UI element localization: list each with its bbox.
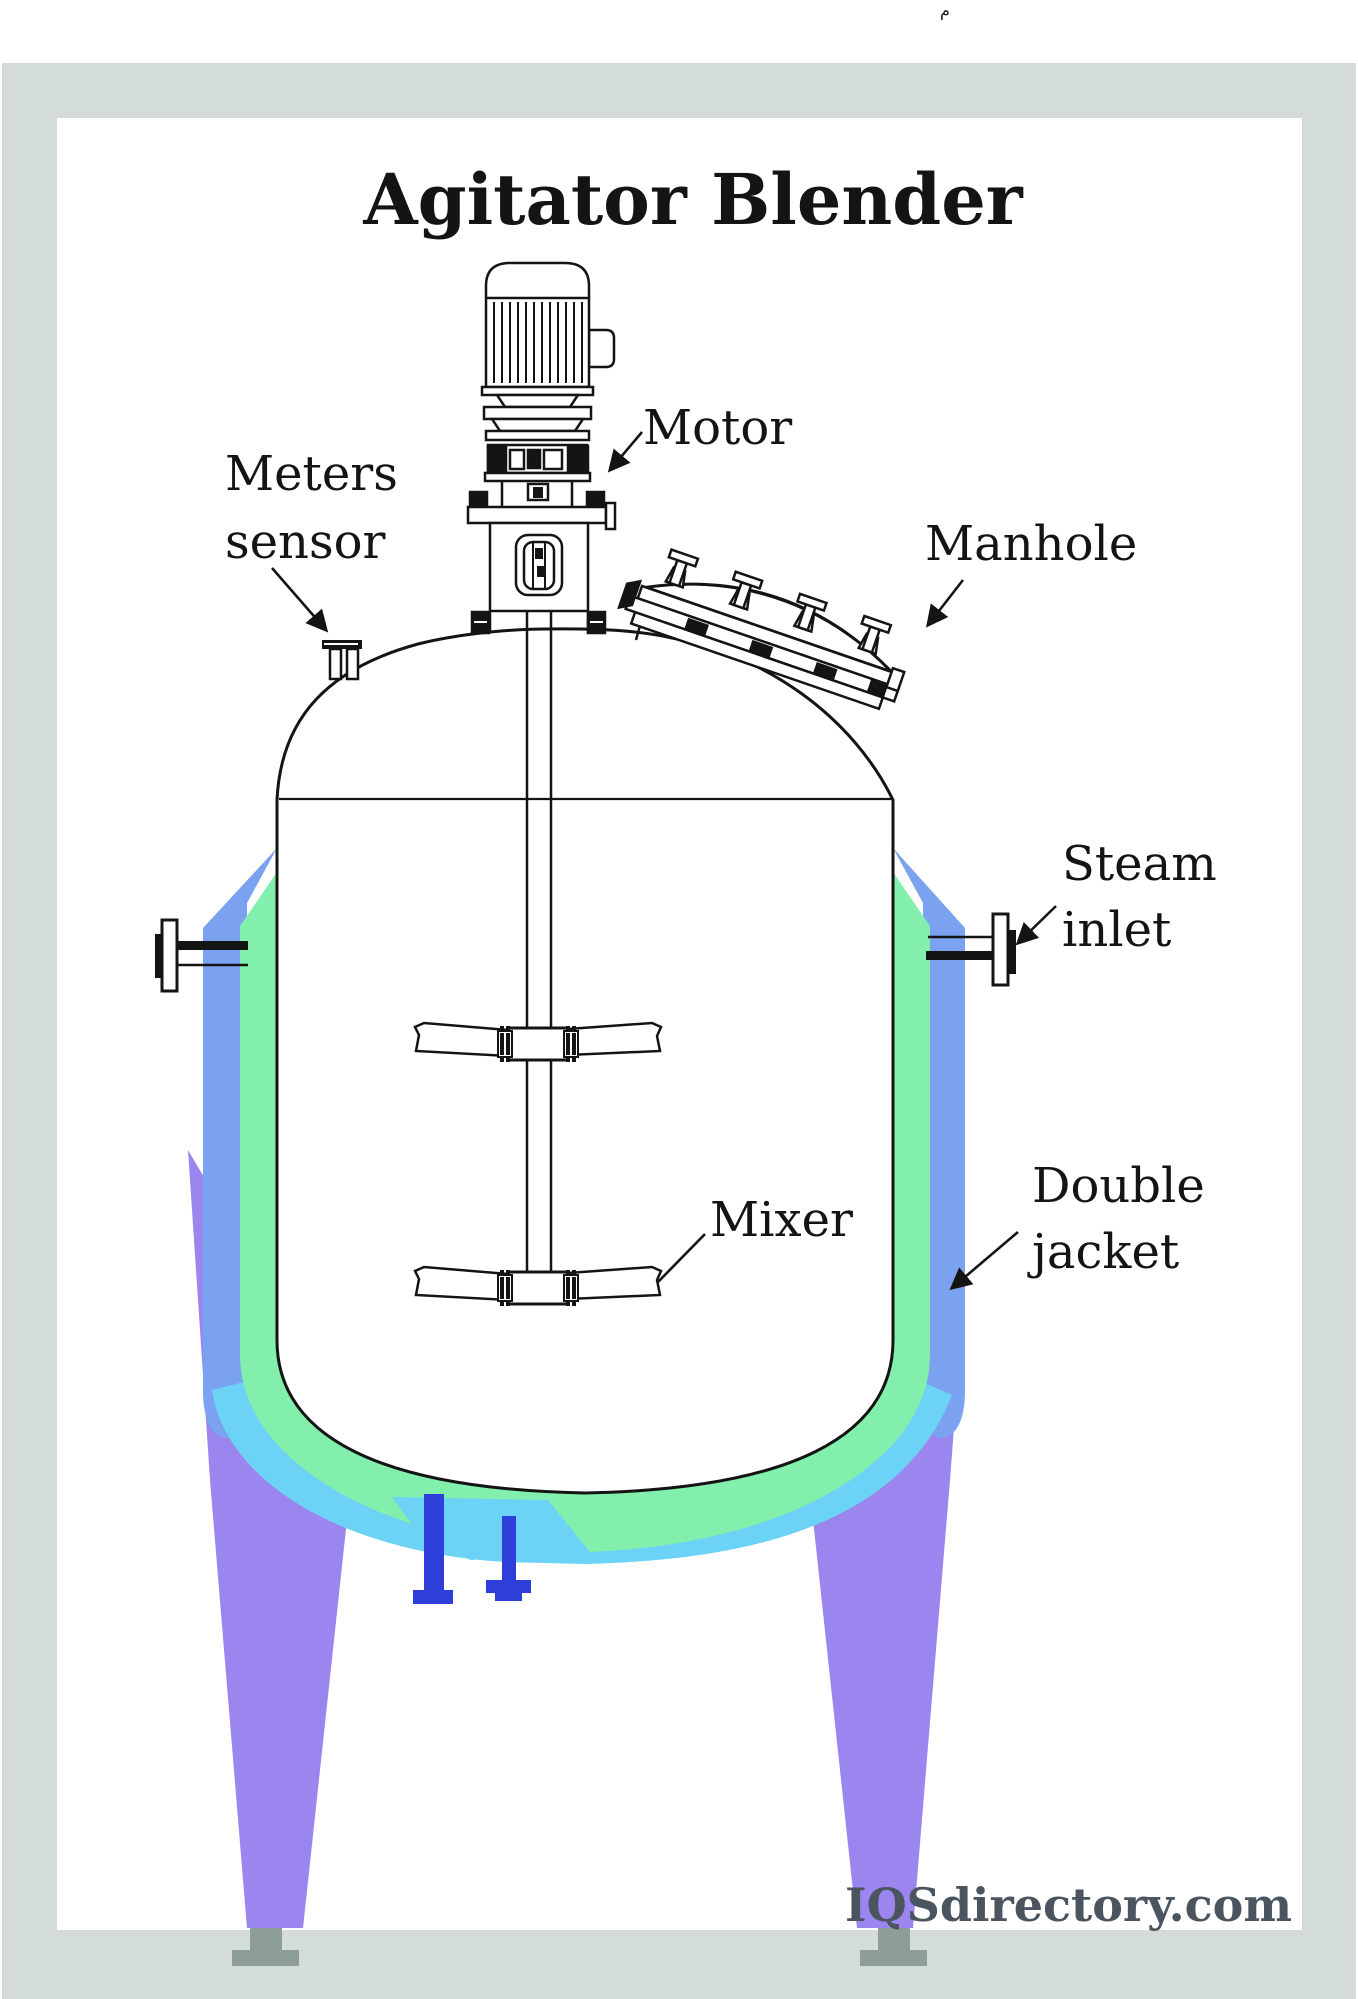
sensor-leg-left — [328, 647, 343, 681]
meters-sensor-nozzle — [322, 640, 362, 681]
mixer-leader-line — [657, 1233, 706, 1283]
motor-cooling-fins — [493, 302, 583, 383]
right-pipe-thick — [926, 951, 998, 960]
bolt-cap — [731, 570, 764, 591]
stray-glyph: م — [940, 1, 950, 20]
motor-arrow — [607, 431, 643, 473]
left-pipe-blind — [155, 934, 163, 978]
lantern-posts — [500, 481, 574, 507]
lower-clamp-bolts — [500, 1270, 576, 1306]
upper-hub — [506, 1026, 570, 1062]
watermark: IQSdirectory.com — [845, 1878, 1292, 1932]
label-meters-sensor-line1: Meters — [225, 446, 398, 502]
lower-blade-left — [413, 1265, 510, 1302]
manhole-assembly — [617, 548, 906, 711]
clamp-block — [812, 662, 838, 682]
bolt-cap — [860, 614, 893, 635]
motor-body — [484, 261, 591, 389]
right-pipe-flange — [991, 912, 1010, 987]
flange-bolt-right — [585, 490, 606, 509]
sensor-leg-right — [345, 647, 360, 681]
drive-plate-1 — [482, 405, 593, 421]
label-meters-sensor-line2: sensor — [225, 514, 385, 570]
left-foot-plate — [232, 1950, 299, 1966]
steam-inlet-pipe — [926, 912, 1016, 987]
label-mixer: Mixer — [710, 1192, 853, 1248]
upper-blade-right — [566, 1021, 663, 1057]
drive-plate-3 — [483, 471, 592, 483]
vessel-shell — [275, 627, 895, 1495]
coupling-block-right — [566, 444, 590, 474]
right-foot-plate — [860, 1950, 927, 1966]
jacket-outlet-pipe-left — [155, 918, 248, 993]
center-outlet-pipe — [424, 1494, 444, 1594]
mixer-paddles — [413, 1021, 663, 1306]
right-pipe-blind — [1008, 930, 1016, 974]
seal-key-1 — [535, 548, 543, 559]
bolt-cap — [667, 548, 700, 568]
drive-tier-2 — [489, 417, 586, 433]
flange-tab — [604, 501, 617, 531]
agitator-shaft — [525, 611, 553, 1272]
clamp-end-wedge — [617, 579, 643, 610]
bottom-outlets — [413, 1494, 531, 1604]
left-foot-stem — [250, 1926, 282, 1954]
coupling-block-left — [486, 444, 508, 474]
agitator-blender-figure — [155, 261, 1016, 1966]
lantern-key — [533, 487, 543, 498]
bolt-cap — [795, 592, 829, 613]
label-double-jacket-line2: jacket — [1027, 1224, 1179, 1280]
label-manhole: Manhole — [925, 516, 1137, 572]
mounting-flange — [466, 505, 608, 525]
label-steam-inlet-line1: Steam — [1062, 836, 1217, 892]
manhole-clamps — [617, 579, 889, 699]
callouts: Meters sensor Motor Manhole Steam inlet … — [225, 400, 1217, 1291]
manhole-swing-bolts — [663, 548, 893, 656]
right-foot-stem — [878, 1926, 910, 1954]
center-outlet-flange — [413, 1590, 453, 1604]
steam-inlet-arrow — [1015, 905, 1057, 946]
side-outlet-cap — [495, 1593, 522, 1601]
drive-tier-1 — [494, 393, 581, 409]
motor-junction-box — [587, 328, 616, 369]
label-motor: Motor — [643, 400, 792, 456]
rim-hinge — [884, 666, 906, 693]
seal-shaft-lines — [532, 542, 546, 589]
coupling-block-mid — [526, 448, 542, 470]
clamp-block — [866, 678, 889, 699]
motor-assembly — [466, 261, 617, 635]
support-feet — [232, 1926, 927, 1966]
side-outlet-pipe — [502, 1516, 516, 1584]
coupling-spacer-left — [508, 448, 526, 471]
manhole-arrow — [925, 579, 965, 628]
left-pipe-thick — [176, 941, 248, 950]
seal-key-2 — [537, 566, 545, 577]
meters-sensor-arrow — [271, 567, 329, 633]
lower-blade-right — [566, 1265, 663, 1301]
side-outlet-flange — [486, 1580, 531, 1593]
drive-plate-2 — [484, 429, 591, 442]
seal-window-inner — [522, 540, 556, 591]
clamp-block — [683, 617, 709, 638]
label-double-jacket-line1: Double — [1032, 1158, 1205, 1214]
upper-blade-left — [413, 1021, 510, 1058]
lower-hub — [506, 1270, 570, 1306]
upper-clamp-bolts — [500, 1026, 576, 1062]
flange-bolt-left — [468, 490, 489, 509]
coupling-spacer-right — [542, 448, 564, 471]
left-pipe-flange — [160, 918, 179, 993]
clamp-block — [748, 639, 774, 660]
manhole-cover-inner-arc — [658, 583, 883, 664]
label-steam-inlet-line2: inlet — [1062, 902, 1171, 958]
diagram-title: Agitator Blender — [362, 158, 1023, 241]
double-jacket-arrow — [949, 1231, 1019, 1291]
